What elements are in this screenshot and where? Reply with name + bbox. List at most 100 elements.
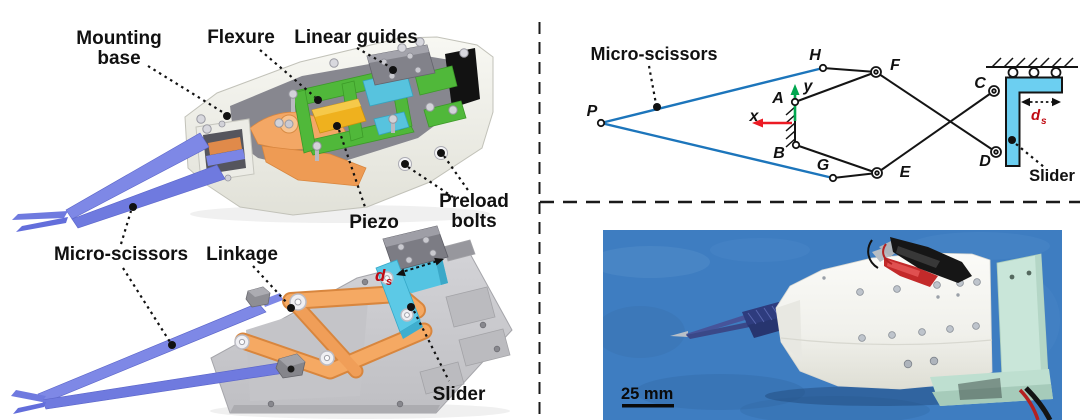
scissor-fork-prong xyxy=(11,390,46,402)
joint-H xyxy=(818,63,828,73)
x-axis-arrowhead xyxy=(752,118,763,128)
y-axis-arrowhead xyxy=(790,84,800,95)
joint-label-F: F xyxy=(890,57,901,74)
micro-scissors-blades-top xyxy=(12,132,226,232)
ds-dimension-diagram: d s xyxy=(1021,97,1061,127)
link-GE xyxy=(832,172,878,179)
leader-dot xyxy=(401,160,409,168)
leader-dot xyxy=(437,149,445,157)
piezo-actuator xyxy=(311,98,367,134)
ds-subscript-diagram: s xyxy=(1041,116,1047,127)
leader-linkage xyxy=(252,265,289,305)
leader-micro-scissors-diagram xyxy=(647,65,658,105)
ds-symbol-diagram: d xyxy=(1031,107,1041,124)
joint-label-B: B xyxy=(773,145,785,162)
label-micro-scissors-diagram: Micro-scissors xyxy=(590,44,717,64)
scissor-fork-prong xyxy=(16,217,68,232)
joint-F-pin xyxy=(873,69,879,75)
label-linear-guides: Linear guides xyxy=(294,27,418,48)
leader-mounting-base xyxy=(147,65,225,114)
leader-dot xyxy=(389,66,397,74)
slider-rollers xyxy=(1007,67,1062,78)
plate-front-edge xyxy=(230,405,440,413)
joint-label-A: A xyxy=(771,90,784,107)
axis-label-y: y xyxy=(803,78,814,95)
joint-label-C: C xyxy=(974,75,986,92)
joint-label-G: G xyxy=(817,157,829,174)
scissor-beam-upper xyxy=(600,66,824,125)
cad-labels: Mounting base Flexure Linear guides Piez… xyxy=(54,27,509,405)
link-EC xyxy=(876,90,995,174)
joint-C-pin xyxy=(991,88,997,94)
leader-dot xyxy=(223,112,231,120)
label-linkage: Linkage xyxy=(206,244,278,265)
plate-screw-holes xyxy=(267,278,501,408)
cad-top-render xyxy=(12,36,494,232)
joint-label-P: P xyxy=(587,103,598,120)
leader-micro-scissors-bottom xyxy=(122,267,171,343)
label-preload-bolts-line1: Preload xyxy=(439,191,509,212)
alligator-clips xyxy=(867,237,972,287)
label-micro-scissors: Micro-scissors xyxy=(54,244,188,265)
cad-bottom-render: d s xyxy=(11,225,513,419)
leader-preload-bolt-1 xyxy=(407,166,454,198)
front-slot xyxy=(195,118,255,183)
arrowhead xyxy=(1052,97,1061,107)
leader-slider-cad xyxy=(413,310,450,382)
leader-dot xyxy=(653,103,661,111)
joint-G xyxy=(828,173,838,183)
scissor-fork-prong xyxy=(13,402,46,414)
black-cable xyxy=(1024,386,1053,420)
label-mounting-base-line2: base xyxy=(97,48,140,69)
scissor-fork-prong xyxy=(12,211,68,220)
link-AF xyxy=(794,71,877,103)
coordinate-axes: x y xyxy=(749,78,814,128)
ds-symbol-cad: d xyxy=(375,266,386,285)
kinematic-diagram: x y d s xyxy=(587,44,1078,185)
leader-dot xyxy=(407,303,415,311)
label-mounting-base-line1: Mounting xyxy=(76,28,161,49)
photo-panel: 25 mm xyxy=(603,230,1062,420)
joint-E-pin xyxy=(874,170,880,176)
linear-guide-block xyxy=(366,44,436,86)
slider-bar xyxy=(375,259,423,339)
bottom-linear-guide xyxy=(382,225,449,272)
joint-D-pin xyxy=(993,149,999,155)
leader-preload-bolt-2 xyxy=(443,155,471,194)
leader-dot xyxy=(1008,136,1016,144)
ds-subscript-cad: s xyxy=(386,276,392,288)
housing-end-slot-dark xyxy=(445,48,480,108)
leader-flexure xyxy=(259,49,316,98)
joint-P xyxy=(596,118,606,128)
scale-bar-label: 25 mm xyxy=(621,385,673,403)
link-FD xyxy=(875,71,997,153)
under-device-shadow xyxy=(958,378,1002,400)
inner-screws xyxy=(274,89,458,161)
leader-piezo xyxy=(337,129,367,208)
label-flexure: Flexure xyxy=(207,27,275,48)
red-cable xyxy=(1018,388,1040,420)
scale-bar-line xyxy=(622,404,674,408)
leader-dot xyxy=(129,203,137,211)
arrowhead xyxy=(396,268,406,277)
label-slider-diagram: Slider xyxy=(1029,167,1075,185)
rim-screws xyxy=(196,37,469,134)
link-HF xyxy=(822,67,877,73)
leader-dot xyxy=(168,341,176,349)
slider-ground xyxy=(986,57,1078,68)
pivot-bushings xyxy=(234,293,335,366)
label-piezo: Piezo xyxy=(349,212,399,233)
ground-anchor-AB xyxy=(785,103,796,148)
ds-dimension-cad: d s xyxy=(375,257,444,288)
joint-B xyxy=(791,140,801,150)
joints xyxy=(596,63,1002,183)
label-preload-bolts-line2: bolts xyxy=(451,211,496,232)
link-BE xyxy=(795,144,878,174)
joint-labels: P H F A B G E C D xyxy=(587,47,992,181)
joint-label-E: E xyxy=(900,164,912,181)
slider-body xyxy=(1005,76,1063,167)
leader-dot xyxy=(287,304,295,312)
axis-label-x: x xyxy=(749,108,760,125)
